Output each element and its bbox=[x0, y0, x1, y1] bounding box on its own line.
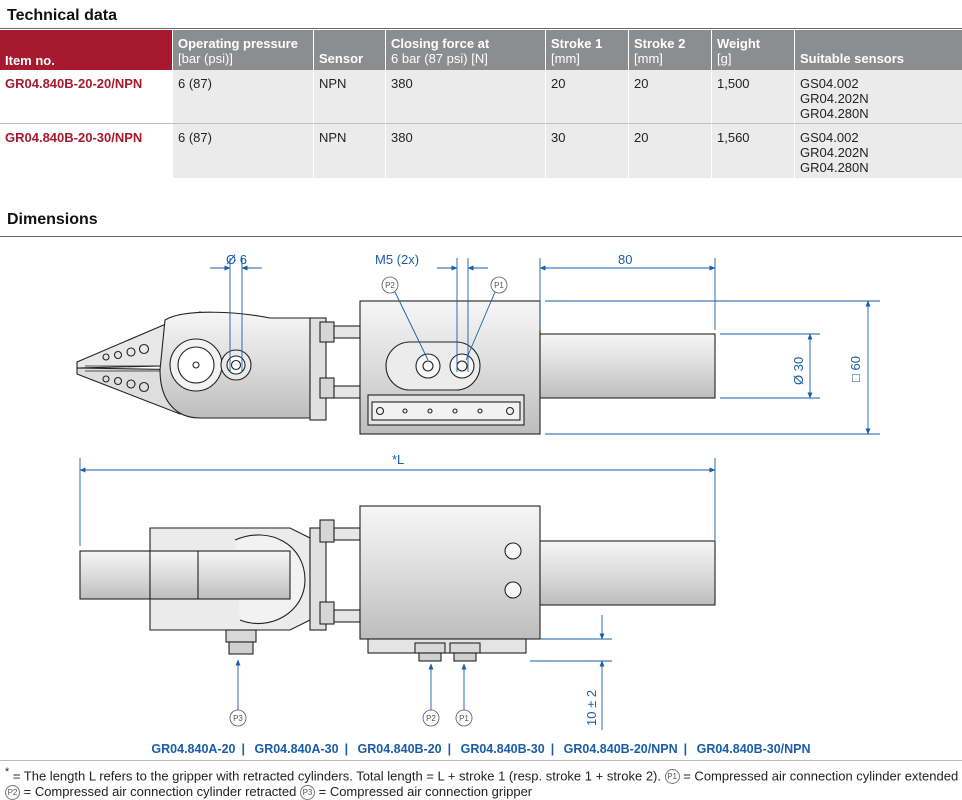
port-p2-icon: P2 bbox=[5, 785, 20, 800]
table-row: GR04.840B-20-30/NPN 6 (87) NPN 380 30 20… bbox=[0, 123, 962, 178]
top-dimensions bbox=[210, 258, 880, 435]
cell-suitable-sensors: GS04.002 GR04.202N GR04.280N bbox=[794, 123, 962, 178]
footnote-length-text: = The length L refers to the gripper wit… bbox=[9, 768, 665, 784]
technical-data-table: Item no. Operating pressure[bar (psi)] S… bbox=[0, 30, 962, 178]
port-callout-p1: P1 bbox=[455, 709, 473, 727]
variant-list: GR04.840A-20 | GR04.840A-30 | GR04.840B-20… bbox=[0, 742, 962, 756]
variant-item: GR04.840A-20 bbox=[151, 742, 236, 756]
svg-text:P2: P2 bbox=[385, 281, 395, 290]
footnote-star: * bbox=[5, 766, 10, 778]
svg-text:P2: P2 bbox=[426, 714, 436, 723]
dimension-drawing: Ø 6 M5 (2x) 80 Ø 30 □ 60 P2 P1 *L bbox=[76, 252, 880, 730]
label-length-l: *L bbox=[392, 452, 404, 467]
cell-pressure: 6 (87) bbox=[172, 70, 314, 124]
dimensions-title: Dimensions bbox=[7, 211, 98, 228]
cell-item-no: GR04.840B-20-30/NPN bbox=[0, 123, 173, 178]
header-stroke-2: Stroke 2[mm] bbox=[628, 30, 712, 70]
length-dimension bbox=[79, 458, 716, 546]
label-dia-30: Ø 30 bbox=[791, 357, 806, 385]
port-callout-p2-top: P2 bbox=[381, 276, 399, 294]
variant-separator: | bbox=[241, 742, 246, 756]
cell-stroke-1: 30 bbox=[545, 123, 629, 178]
label-dia-6: Ø 6 bbox=[226, 252, 247, 267]
label-square-60: □ 60 bbox=[848, 356, 863, 382]
port-p1-icon: P1 bbox=[664, 769, 680, 785]
header-weight: Weight[g] bbox=[711, 30, 795, 70]
section-rule bbox=[0, 236, 962, 237]
port-callout-p2: P2 bbox=[422, 709, 440, 727]
top-view bbox=[76, 300, 716, 435]
header-item-no: Item no. bbox=[0, 30, 173, 70]
variant-separator: | bbox=[447, 742, 452, 756]
variant-separator: | bbox=[683, 742, 688, 756]
cylinder-body-side bbox=[359, 505, 541, 640]
side-dimensions bbox=[235, 615, 612, 730]
header-suitable-sensors: Suitable sensors bbox=[794, 30, 962, 70]
technical-data-title: Technical data bbox=[7, 7, 117, 24]
header-stroke-1: Stroke 1[mm] bbox=[545, 30, 629, 70]
cell-force: 380 bbox=[385, 123, 546, 178]
section-rule bbox=[0, 28, 962, 29]
variant-item: GR04.840B-30 bbox=[460, 742, 545, 756]
variant-separator: | bbox=[550, 742, 555, 756]
cell-stroke-2: 20 bbox=[628, 123, 712, 178]
variant-item: GR04.840A-30 bbox=[254, 742, 339, 756]
svg-text:P1: P1 bbox=[459, 714, 469, 723]
variant-separator: | bbox=[344, 742, 349, 756]
variant-item: GR04.840B-30/NPN bbox=[696, 742, 811, 756]
cell-weight: 1,560 bbox=[711, 123, 795, 178]
port-p3-icon: P3 bbox=[300, 785, 315, 800]
cell-item-no: GR04.840B-20-20/NPN bbox=[0, 70, 173, 124]
variant-item: GR04.840B-20 bbox=[357, 742, 442, 756]
port-callout-p1-top: P1 bbox=[490, 276, 508, 294]
cell-sensor: NPN bbox=[313, 123, 386, 178]
variant-item: GR04.840B-20/NPN bbox=[563, 742, 678, 756]
footnote-rule bbox=[0, 760, 962, 761]
side-view bbox=[79, 505, 716, 662]
footnote-p2-text: = Compressed air connection cylinder ret… bbox=[20, 784, 300, 800]
cell-stroke-1: 20 bbox=[545, 70, 629, 124]
svg-text:P1: P1 bbox=[494, 281, 504, 290]
port-callout-p3: P3 bbox=[229, 709, 247, 727]
label-80: 80 bbox=[618, 252, 632, 267]
footnote-p1-text: = Compressed air connection cylinder ext… bbox=[679, 768, 959, 784]
table-row: GR04.840B-20-20/NPN 6 (87) NPN 380 20 20… bbox=[0, 70, 962, 124]
label-10-pm-2: 10 ± 2 bbox=[584, 690, 599, 726]
piston-rod bbox=[539, 333, 716, 399]
footnote: * = The length L refers to the gripper w… bbox=[5, 764, 960, 800]
cell-sensor: NPN bbox=[313, 70, 386, 124]
svg-text:P3: P3 bbox=[233, 714, 243, 723]
cell-force: 380 bbox=[385, 70, 546, 124]
cell-weight: 1,500 bbox=[711, 70, 795, 124]
header-operating-pressure: Operating pressure[bar (psi)] bbox=[172, 30, 314, 70]
label-m5: M5 (2x) bbox=[375, 252, 419, 267]
table-header-row: Item no. Operating pressure[bar (psi)] S… bbox=[0, 30, 962, 70]
cell-suitable-sensors: GS04.002 GR04.202N GR04.280N bbox=[794, 70, 962, 124]
footnote-p3-text: = Compressed air connection gripper bbox=[315, 784, 533, 800]
cell-pressure: 6 (87) bbox=[172, 123, 314, 178]
header-sensor: Sensor bbox=[313, 30, 386, 70]
cell-stroke-2: 20 bbox=[628, 70, 712, 124]
